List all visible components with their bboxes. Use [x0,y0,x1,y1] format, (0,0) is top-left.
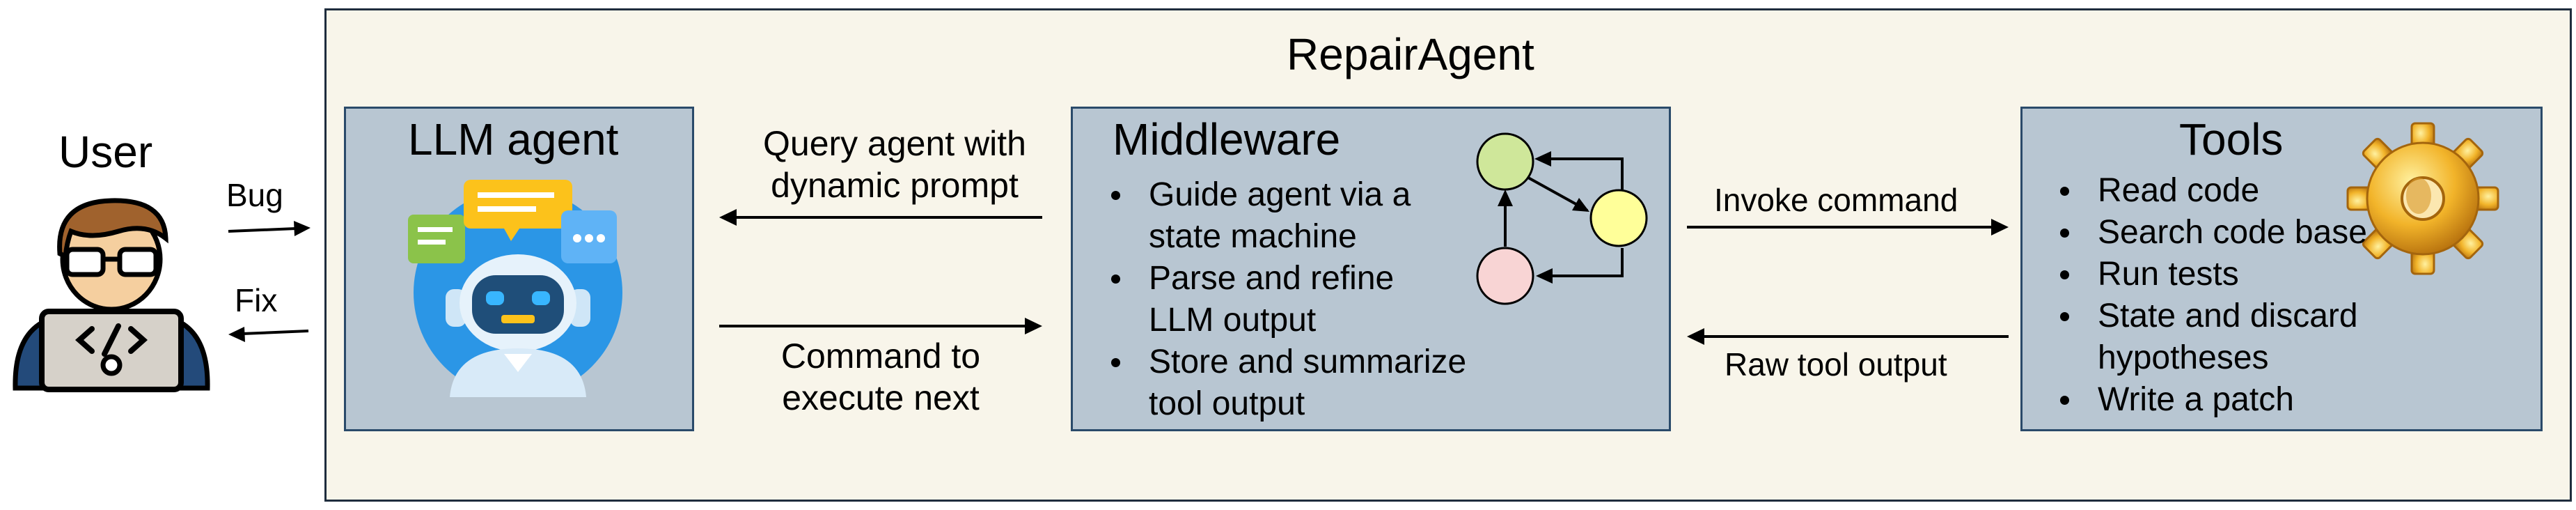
invoke-label: Invoke command [1714,182,1958,218]
gear-icon [2346,122,2499,275]
tools-item: Read code [2057,170,2475,212]
middleware-item: Store and summarize tool output [1108,341,1498,425]
middleware-item: Guide agent via a state machine [1108,174,1498,258]
tools-item: Run tests [2057,254,2475,295]
robot-icon [408,180,622,397]
repair-agent-title: RepairAgent [1287,29,1534,79]
bug-label: Bug [226,177,283,213]
tools-item: Write a patch [2057,379,2475,421]
state-node [1476,247,1534,305]
state-node [1589,189,1648,247]
query-label: Query agent with dynamic prompt [763,124,1026,205]
tools-list: Read code Search code base Run tests Sta… [2057,170,2475,421]
transition-yellow-green [1548,157,1624,190]
tools-item: Search code base [2057,212,2475,254]
raw-output-label: Raw tool output [1725,346,1947,382]
middleware-item: Parse and refine LLM output [1108,258,1498,341]
middleware-box [1071,107,1671,431]
state-node [1476,132,1534,191]
tools-title: Tools [2179,114,2284,164]
tools-item: State and discard hypotheses [2057,295,2475,379]
user-icon [13,198,210,392]
user-label: User [58,127,153,177]
transition-yellow-red [1550,248,1624,277]
middleware-title: Middleware [1113,114,1341,164]
fix-label: Fix [235,282,278,318]
middleware-list: Guide agent via a state machine Parse an… [1108,174,1498,425]
command-label: Command to execute next [780,337,981,417]
llm-agent-title: LLM agent [408,114,619,164]
